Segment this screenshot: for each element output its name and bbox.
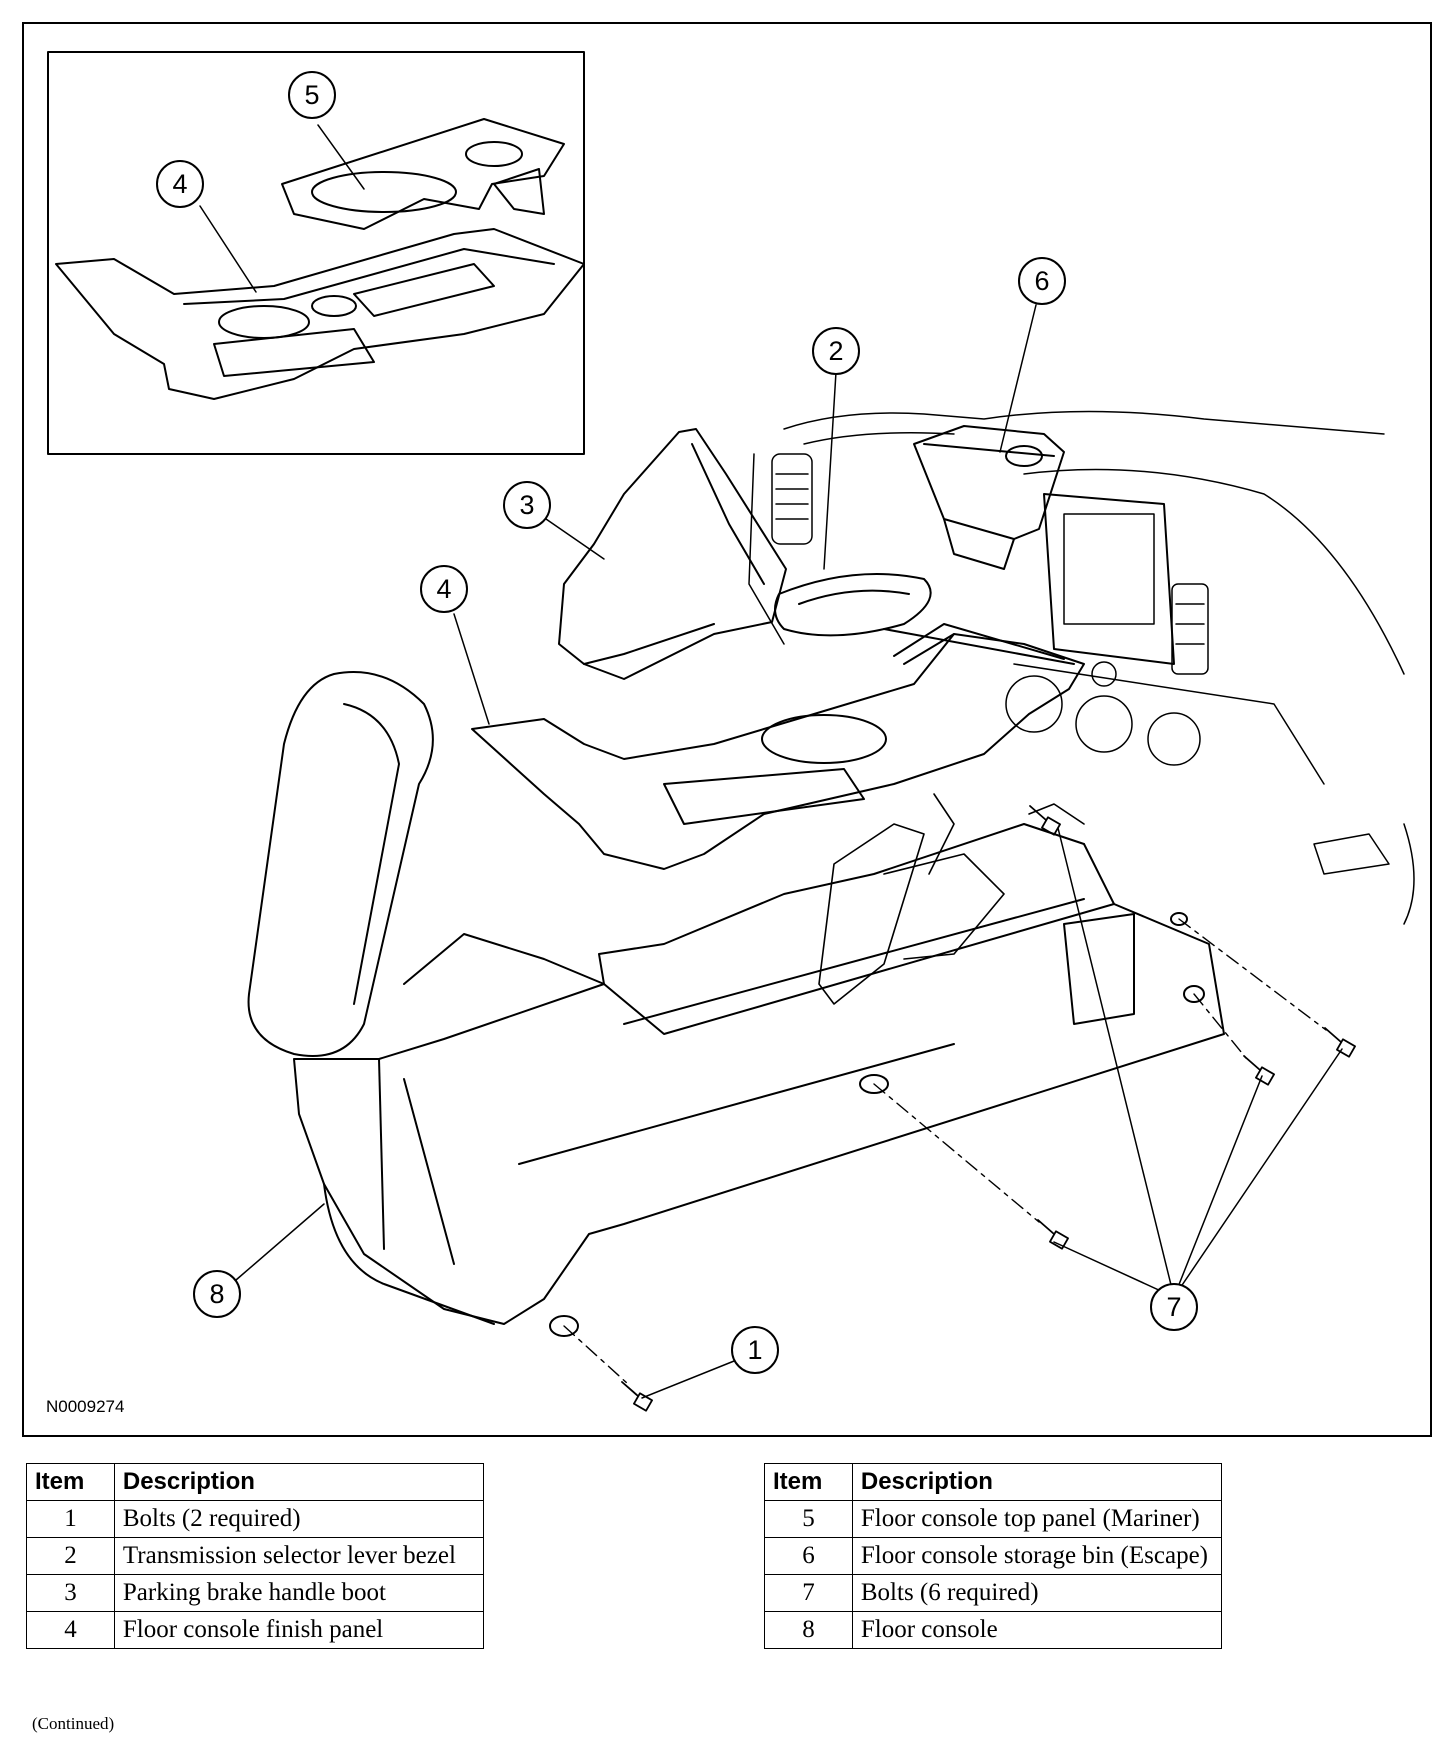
item-description: Floor console finish panel <box>113 1611 485 1649</box>
svg-text:7: 7 <box>1166 1292 1181 1322</box>
legend-table-left: Item Description 1 Bolts (2 required) 2 … <box>26 1463 485 1649</box>
inset-finish-panel-drawing <box>55 228 585 400</box>
callout-1: 1 <box>731 1326 779 1374</box>
item-column-header: Item <box>764 1463 853 1501</box>
callout-7: 7 <box>1150 1283 1198 1331</box>
svg-text:4: 4 <box>172 169 187 199</box>
leader-lines <box>199 124 1343 1399</box>
item-description: Bolts (2 required) <box>113 1500 485 1538</box>
item-number: 6 <box>764 1537 853 1575</box>
item-description: Floor console storage bin (Escape) <box>851 1537 1223 1575</box>
shifter-bezel-drawing <box>774 573 932 637</box>
bolt-icon <box>1324 1027 1356 1058</box>
table-row: 1 Bolts (2 required) <box>26 1500 485 1538</box>
console-exploded-diagram: 5 4 6 2 3 4 8 1 7 <box>47 51 1415 1412</box>
svg-text:1: 1 <box>747 1335 762 1365</box>
svg-text:5: 5 <box>304 80 319 110</box>
inset-top-panel-drawing <box>281 118 565 230</box>
callout-4-inset: 4 <box>156 160 204 208</box>
item-number: 1 <box>26 1500 115 1538</box>
svg-text:2: 2 <box>828 336 843 366</box>
item-number: 8 <box>764 1611 853 1649</box>
armrest-lid-drawing <box>247 671 434 1057</box>
svg-text:6: 6 <box>1034 266 1049 296</box>
item-number: 3 <box>26 1574 115 1612</box>
dashboard-drawing <box>748 410 1415 925</box>
table-row: 4 Floor console finish panel <box>26 1611 485 1649</box>
item-description: Bolts (6 required) <box>851 1574 1223 1612</box>
exploded-view-figure: 5 4 6 2 3 4 8 1 7 N0009274 <box>22 22 1432 1437</box>
parking-brake-boot-drawing <box>558 428 787 680</box>
callout-2: 2 <box>812 327 860 375</box>
figure-id: N0009274 <box>46 1397 125 1416</box>
legend-header-row: Item Description <box>26 1463 485 1501</box>
bolt-icon <box>1037 1219 1069 1250</box>
table-row: 6 Floor console storage bin (Escape) <box>764 1537 1223 1575</box>
table-row: 5 Floor console top panel (Mariner) <box>764 1500 1223 1538</box>
item-number: 5 <box>764 1500 853 1538</box>
item-number: 4 <box>26 1611 115 1649</box>
callout-4: 4 <box>420 565 468 613</box>
item-number: 2 <box>26 1537 115 1575</box>
floor-console-drawing <box>293 823 1225 1337</box>
inset-frame <box>47 51 585 455</box>
callout-8: 8 <box>193 1270 241 1318</box>
legend-table-right: Item Description 5 Floor console top pan… <box>764 1463 1223 1649</box>
item-description: Parking brake handle boot <box>113 1574 485 1612</box>
table-row: 3 Parking brake handle boot <box>26 1574 485 1612</box>
table-row: 8 Floor console <box>764 1611 1223 1649</box>
finish-panel-drawing <box>471 623 1085 870</box>
item-description: Floor console <box>851 1611 1223 1649</box>
brake-lever-drawing <box>818 793 1085 1005</box>
item-description: Floor console top panel (Mariner) <box>851 1500 1223 1538</box>
table-row: 2 Transmission selector lever bezel <box>26 1537 485 1575</box>
description-column-header: Description <box>113 1463 485 1501</box>
description-column-header: Description <box>851 1463 1223 1501</box>
storage-bin-drawing <box>913 425 1065 570</box>
continued-note: (Continued) <box>32 1714 115 1733</box>
bolt-drawings <box>621 805 1356 1412</box>
bolt-icon <box>1029 805 1061 836</box>
callout-5: 5 <box>288 71 336 119</box>
legend-header-row: Item Description <box>764 1463 1223 1501</box>
item-description: Transmission selector lever bezel <box>113 1537 485 1575</box>
svg-text:4: 4 <box>436 574 451 604</box>
bolt-icon <box>1243 1055 1275 1086</box>
svg-text:3: 3 <box>519 490 534 520</box>
table-row: 7 Bolts (6 required) <box>764 1574 1223 1612</box>
svg-text:8: 8 <box>209 1279 224 1309</box>
item-column-header: Item <box>26 1463 115 1501</box>
callout-3: 3 <box>503 481 551 529</box>
alignment-dashes <box>563 918 1327 1385</box>
callout-6: 6 <box>1018 257 1066 305</box>
item-number: 7 <box>764 1574 853 1612</box>
